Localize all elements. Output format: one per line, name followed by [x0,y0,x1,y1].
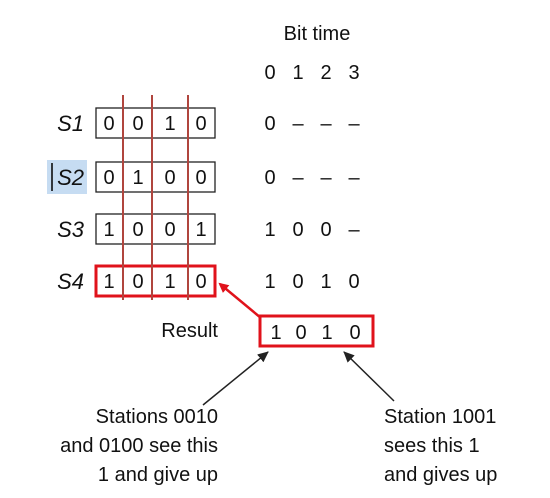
result-to-s4-arrow [218,282,262,319]
station-bit: 0 [132,219,143,241]
bit-time-value: – [320,167,332,189]
station-bit: 1 [103,219,114,241]
right-annotation-arrow [343,351,395,402]
bit-time-value: – [292,167,304,189]
station-label: S4 [57,269,84,294]
station-bit: 0 [103,167,114,189]
bit-column-lines [122,95,189,300]
station-label: S3 [57,217,85,242]
station-bit-box [95,107,216,139]
station-bit: 0 [164,167,175,189]
result-bit: 1 [270,322,281,344]
station-bit: 1 [164,271,175,293]
bit-time-value: 0 [264,113,275,135]
right-annotation: Station 1001 sees this 1 and gives up [384,406,497,486]
result-label: Result [161,320,218,342]
station-label: S1 [57,111,84,136]
bit-time-value: 0 [264,167,275,189]
station-bit: 0 [195,167,206,189]
left-annotation-line: Stations 0010 [96,406,218,428]
station-bit: 0 [195,271,206,293]
station-bit: 1 [103,271,114,293]
left-annotation-arrow [202,351,269,406]
station-bit: 1 [164,113,175,135]
right-annotation-line: and gives up [384,464,497,486]
station-bit-box [95,161,216,193]
station-bit: 0 [164,219,175,241]
station-bit-box [95,213,216,245]
station-bit: 0 [103,113,114,135]
result-bit: 0 [349,322,360,344]
result-bit: 0 [295,322,306,344]
bit-time-value: – [292,113,304,135]
bit-time-value: 0 [348,271,359,293]
bit-time-col-label: 2 [320,62,331,84]
station-bit: 0 [195,113,206,135]
bit-time-value: 0 [292,271,303,293]
bit-time-value: – [320,113,332,135]
bit-time-col-label: 0 [264,62,275,84]
station-label: S2 [57,165,84,190]
station-bit-box [94,264,217,298]
station-bit: 0 [132,271,143,293]
left-annotation-line: 1 and give up [98,464,218,486]
bit-time-col-label: 3 [348,62,359,84]
bit-time-col-label: 1 [292,62,303,84]
station-bit: 1 [132,167,143,189]
result-bit: 1 [321,322,332,344]
bit-time-value: 1 [320,271,331,293]
bit-time-value: – [348,219,360,241]
bit-time-column-labels: 0 1 2 3 [264,62,359,84]
right-annotation-line: Station 1001 [384,406,496,428]
bit-time-value: 0 [320,219,331,241]
bit-time-title: Bit time [284,23,351,45]
result-box [258,314,375,348]
bit-time-value: – [348,167,360,189]
bit-time-value: 1 [264,271,275,293]
left-annotation-line: and 0100 see this [60,435,218,457]
bit-time-value: 1 [264,219,275,241]
station-bit: 0 [132,113,143,135]
left-annotation: Stations 0010 and 0100 see this 1 and gi… [60,406,218,486]
station-label-selection [47,160,87,194]
right-annotation-line: sees this 1 [384,435,480,457]
station-bit: 1 [195,219,206,241]
bit-time-value: – [348,113,360,135]
bit-time-value: 0 [292,219,303,241]
